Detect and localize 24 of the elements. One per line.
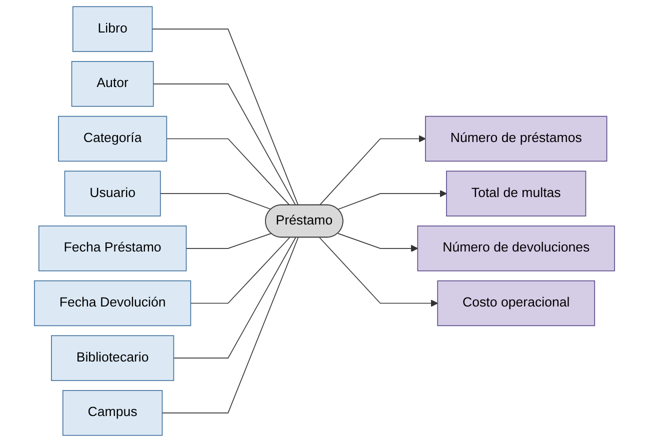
connector (160, 193, 272, 210)
node-box: Bibliotecario (51, 335, 174, 381)
node-box: Total de multas (446, 170, 586, 216)
connector (166, 138, 290, 206)
arrow (338, 190, 447, 210)
connector (173, 237, 296, 358)
connector (186, 233, 272, 249)
connector (190, 237, 290, 304)
node-box: Categoría (58, 116, 168, 162)
node-box: Número de préstamos (425, 116, 608, 162)
node-box: Fecha Préstamo (38, 226, 187, 272)
node-box: Libro (72, 6, 153, 52)
node-box: Autor (71, 61, 154, 107)
connector (152, 84, 296, 206)
node-box: Usuario (64, 170, 161, 216)
node-box: Fecha Devolución (34, 280, 192, 326)
arrow (319, 237, 438, 307)
node-box: Costo operacional (437, 280, 596, 326)
connector (152, 28, 299, 206)
node-box: Número de devoluciones (417, 226, 615, 272)
connector (162, 237, 299, 414)
node-box: Campus (62, 390, 163, 436)
arrow (338, 233, 418, 252)
arrow (319, 135, 426, 206)
